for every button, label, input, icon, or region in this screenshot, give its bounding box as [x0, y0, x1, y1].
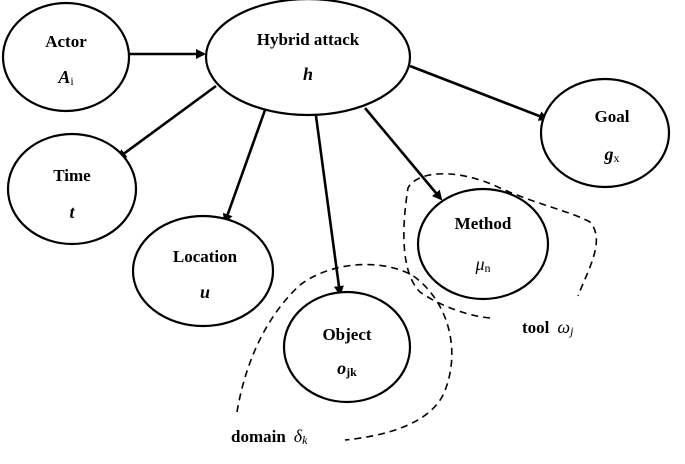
edge-hybrid-attack-to-location [222, 109, 267, 224]
goal-node: Goal gx [539, 77, 671, 189]
svg-text:ojk: ojk [337, 358, 357, 379]
svg-text:Object: Object [322, 325, 371, 344]
svg-text:Time: Time [53, 166, 91, 185]
location-node: Location u [131, 214, 275, 328]
svg-text:μn: μn [474, 254, 490, 275]
svg-text:Method: Method [455, 214, 512, 233]
time-node: Time t [6, 132, 138, 246]
object-node: Object ojk [282, 290, 412, 404]
svg-text:h: h [303, 64, 313, 84]
edge-hybrid-attack-to-time [116, 84, 217, 160]
svg-text:Hybrid attack: Hybrid attack [257, 30, 360, 49]
tool-region-boundary [403, 173, 598, 319]
hybrid-attack-node: Hybrid attack h [204, 0, 412, 117]
domain-region-boundary [236, 263, 453, 441]
edge-hybrid-attack-to-goal [409, 64, 549, 121]
svg-text:Ai: Ai [57, 67, 74, 88]
actor-node: Actor Ai [1, 1, 131, 113]
edge-hybrid-attack-to-method [364, 107, 443, 201]
svg-text:t: t [69, 202, 75, 222]
svg-text:u: u [200, 282, 210, 302]
svg-text:Actor: Actor [45, 32, 87, 51]
svg-text:Goal: Goal [595, 107, 630, 126]
edge-hybrid-attack-to-object [314, 115, 344, 296]
tool-region-label: tool ωj [522, 317, 574, 338]
svg-text:gx: gx [604, 144, 620, 165]
domain-region-label: domain δk [231, 426, 308, 447]
svg-text:Location: Location [173, 247, 238, 266]
method-node: Method μn [416, 187, 550, 301]
